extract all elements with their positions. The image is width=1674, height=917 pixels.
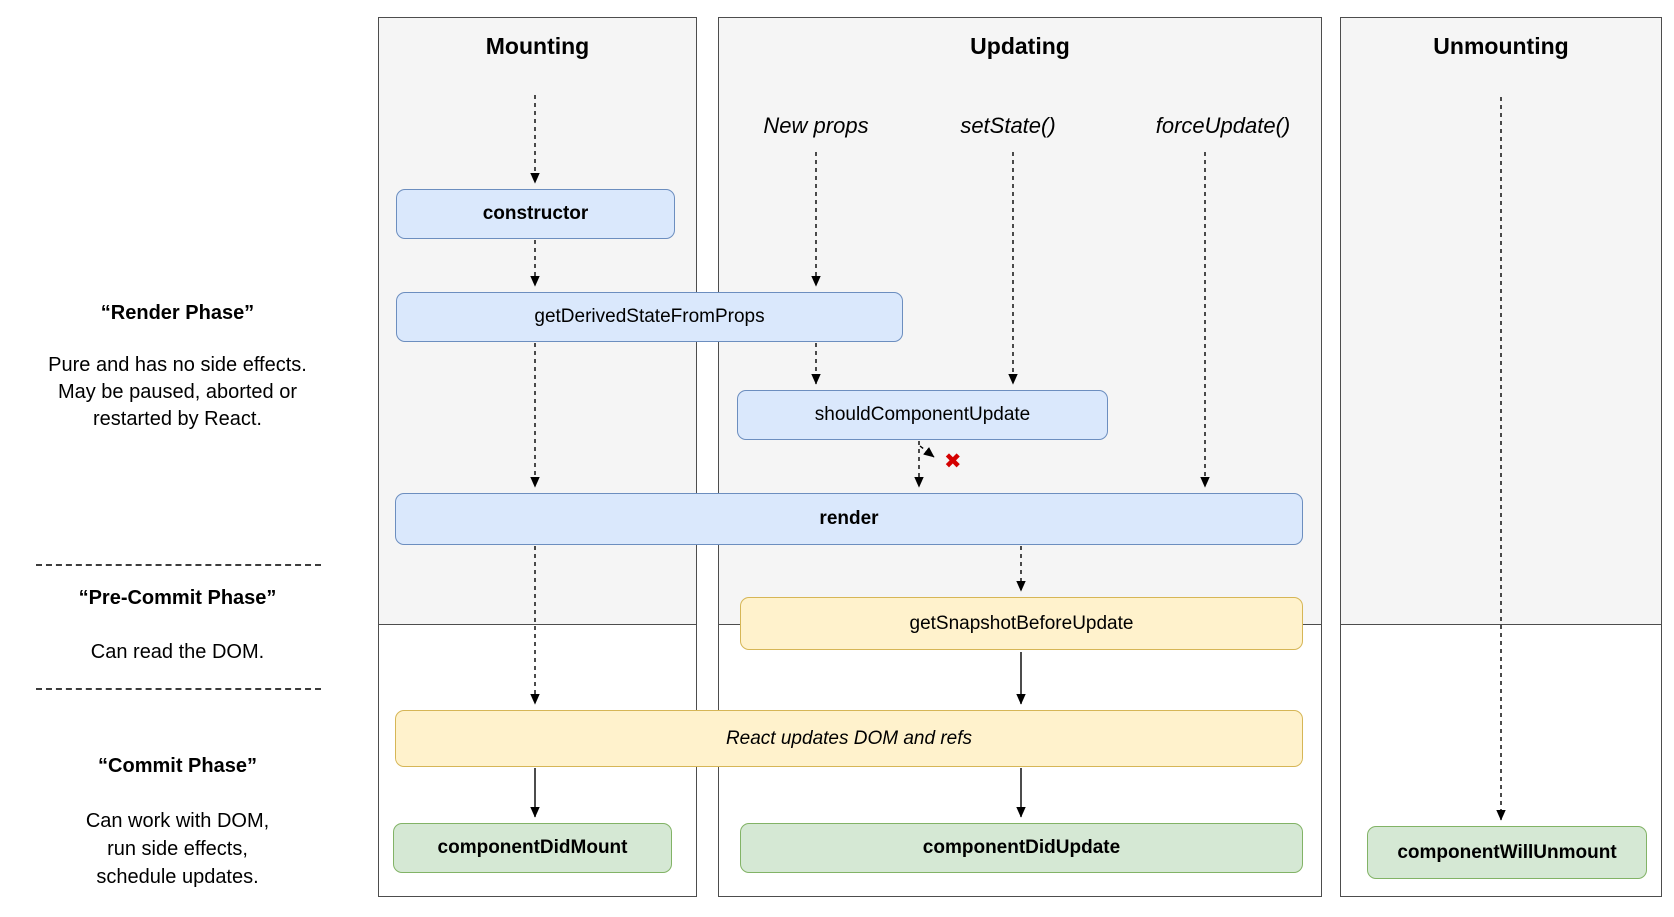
render-phase-line: restarted by React. (93, 408, 262, 430)
node-should-component-update: shouldComponentUpdate (737, 390, 1108, 440)
node-get-derived-state-from-props: getDerivedStateFromProps (396, 292, 903, 342)
trigger-set-state: setState() (960, 113, 1056, 138)
commit-phase-title: “Commit Phase” (98, 755, 257, 777)
phase-separator-bottom (36, 688, 321, 690)
column-title-updating: Updating (970, 33, 1070, 59)
column-title-mounting: Mounting (485, 33, 590, 59)
trigger-force-update: forceUpdate() (1155, 113, 1291, 138)
render-phase-line: May be paused, aborted or (57, 381, 298, 403)
node-component-did-mount: componentDidMount (393, 823, 672, 873)
node-react-updates-dom: React updates DOM and refs (395, 710, 1303, 767)
commit-phase-description: Can work with DOM, run side effects, sch… (20, 807, 335, 891)
reject-x-icon: ✖ (944, 450, 962, 473)
commit-phase-line: schedule updates. (96, 866, 259, 888)
pre-commit-phase-description: Can read the DOM. (20, 639, 335, 666)
node-component-will-unmount: componentWillUnmount (1367, 826, 1647, 879)
node-render: render (395, 493, 1303, 545)
render-phase-title: “Render Phase” (100, 302, 255, 324)
render-phase-line: Pure and has no side effects. (48, 354, 307, 376)
node-get-snapshot-before-update: getSnapshotBeforeUpdate (740, 597, 1303, 650)
phase-separator-top (36, 564, 321, 566)
column-title-unmounting: Unmounting (1433, 33, 1569, 59)
unmounting-column-render-phase-region (1340, 17, 1662, 625)
pre-commit-phase-title: “Pre-Commit Phase” (78, 587, 277, 609)
render-phase-description: Pure and has no side effects. May be pau… (20, 352, 335, 433)
commit-phase-line: run side effects, (107, 838, 248, 860)
node-constructor: constructor (396, 189, 675, 239)
pre-commit-phase-line: Can read the DOM. (90, 641, 265, 663)
commit-phase-line: Can work with DOM, (85, 810, 270, 832)
trigger-new-props: New props (763, 113, 869, 138)
node-component-did-update: componentDidUpdate (740, 823, 1303, 873)
